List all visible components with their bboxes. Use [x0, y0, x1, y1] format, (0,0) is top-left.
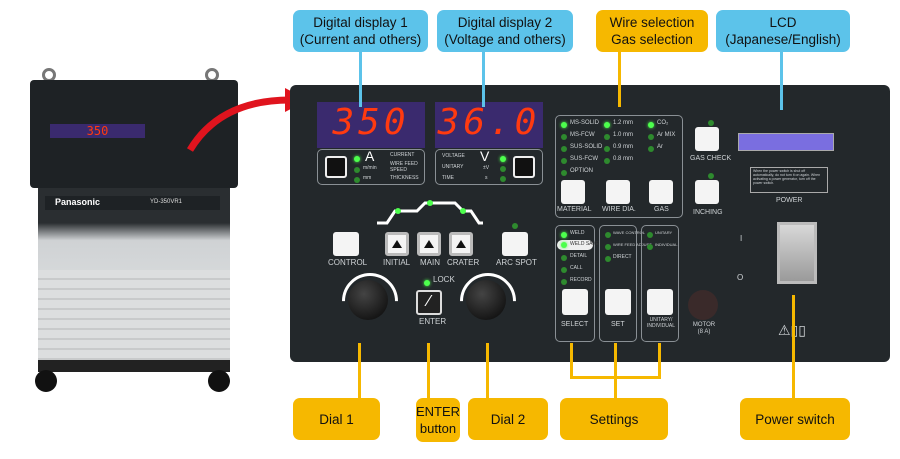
- unitary-individual-button[interactable]: [647, 289, 673, 315]
- digital-display-1: 350: [317, 102, 425, 148]
- warning-icon: ⚠▯▯: [778, 322, 806, 338]
- inching-label: INCHING: [693, 209, 723, 216]
- select-button[interactable]: [562, 289, 588, 315]
- select-item: CALL: [570, 265, 583, 271]
- main-button[interactable]: [417, 232, 441, 256]
- dial-1[interactable]: [348, 280, 388, 320]
- initial-label: INITIAL: [383, 258, 411, 267]
- crater-button[interactable]: [449, 232, 473, 256]
- material-item: SUS-SOLID: [570, 144, 603, 150]
- material-button[interactable]: [561, 180, 585, 204]
- gas-label: GAS: [654, 206, 669, 213]
- wire-dia-item: 1.2 mm: [613, 120, 634, 126]
- unit-label: mm: [363, 175, 372, 181]
- select-item: WELD: [570, 230, 585, 236]
- enter-label: ENTER: [419, 317, 447, 326]
- gas-button[interactable]: [649, 180, 673, 204]
- main-label: MAIN: [420, 258, 440, 267]
- mode-label: THICKNESS: [390, 175, 419, 181]
- arc-spot-button[interactable]: [502, 232, 528, 256]
- initial-button[interactable]: [385, 232, 409, 256]
- model-label: YD-350VR1: [150, 199, 183, 205]
- wire-gas-selection-group: MS-SOLID MS-FCW SUS-SOLID SUS-FCW OPTION…: [555, 115, 683, 218]
- lcd-screen: [738, 133, 834, 151]
- control-panel: 350 36.0 A m/min mm CURRENT WIRE FEED SP…: [290, 85, 890, 362]
- unitary-label: UNITARY/ INDIVIDUAL: [646, 317, 676, 329]
- material-item: MS-SOLID: [570, 120, 600, 126]
- callout-dial1: Dial 1: [293, 398, 380, 440]
- gas-item: Ar MIX: [657, 132, 676, 138]
- callout-display2: Digital display 2(Voltage and others): [437, 10, 573, 52]
- callout-settings: Settings: [560, 398, 668, 440]
- set-group: WAVE CONTROL WIRE FEED ADJUST DIRECT SET: [599, 225, 652, 342]
- brand-logo: Panasonic: [55, 197, 101, 207]
- mode-label: WIRE FEED SPEED: [390, 161, 418, 173]
- mode-label: VOLTAGE: [442, 153, 465, 159]
- material-item: OPTION: [570, 168, 594, 174]
- mode-label: TIME: [442, 175, 454, 181]
- switch-off-mark: O: [737, 273, 744, 282]
- mode-label: UNITARY: [442, 164, 464, 170]
- callout-display1: Digital display 1(Current and others): [293, 10, 428, 52]
- set-item: WAVE CONTROL: [613, 230, 646, 235]
- control-button[interactable]: [333, 232, 359, 256]
- power-label: POWER: [776, 197, 803, 204]
- wire-dia-item: 0.8 mm: [613, 156, 634, 162]
- gas-check-label: GAS CHECK: [690, 155, 732, 162]
- motor-label: MOTOR (8 A): [692, 322, 716, 335]
- control-label: CONTROL: [328, 258, 368, 267]
- wire-dia-label: WIRE DIA.: [602, 206, 636, 213]
- wire-dia-item: 1.0 mm: [613, 132, 634, 138]
- dial-2[interactable]: [466, 280, 506, 320]
- select-label: SELECT: [561, 321, 589, 328]
- select-item: DETAIL: [570, 253, 588, 259]
- set-button[interactable]: [605, 289, 631, 315]
- display1-mode-button[interactable]: [325, 156, 347, 178]
- set-label: SET: [611, 321, 625, 328]
- unit-label: s: [485, 175, 488, 181]
- mini-display: 350: [50, 124, 145, 138]
- display2-mode-group: VOLTAGE UNITARY TIME V ±V s: [435, 149, 543, 185]
- callout-lcd: LCD(Japanese/English): [716, 10, 850, 52]
- display2-mode-button[interactable]: [513, 156, 535, 178]
- inching-button[interactable]: [695, 180, 719, 204]
- unit-a: A: [365, 148, 375, 164]
- lock-label: LOCK: [433, 275, 455, 284]
- select-item: WELD SAVE: [570, 241, 599, 247]
- mode-label: CURRENT: [390, 152, 415, 158]
- unit-label: ±V: [483, 165, 490, 171]
- gas-item: CO₂: [657, 120, 669, 126]
- material-item: SUS-FCW: [570, 156, 598, 162]
- display1-mode-group: A m/min mm CURRENT WIRE FEED SPEED THICK…: [317, 149, 425, 185]
- callout-power-switch: Power switch: [740, 398, 850, 440]
- unitary-group: UNITARY INDIVIDUAL UNITARY/ INDIVIDUAL: [641, 225, 679, 342]
- select-item: RECORD: [570, 277, 592, 283]
- power-switch[interactable]: [777, 222, 817, 284]
- gas-check-button[interactable]: [695, 127, 719, 151]
- switch-on-mark: I: [740, 234, 743, 243]
- waveform-diagram: [377, 200, 483, 225]
- enter-button[interactable]: ∕: [416, 290, 442, 315]
- arc-spot-label: ARC SPOT: [496, 258, 537, 267]
- gas-item: Ar: [657, 144, 663, 150]
- wire-dia-button[interactable]: [606, 180, 630, 204]
- material-label: MATERIAL: [557, 206, 592, 213]
- motor-fuse: [688, 290, 718, 320]
- unitary-item: INDIVIDUAL: [655, 242, 678, 247]
- warning-label: When the power switch is shut off automa…: [750, 167, 828, 193]
- unitary-item: UNITARY: [655, 230, 673, 235]
- set-item: WIRE FEED ADJUST: [613, 242, 652, 247]
- material-item: MS-FCW: [570, 132, 595, 138]
- digital-display-2: 36.0: [435, 102, 543, 148]
- callout-dial2: Dial 2: [468, 398, 548, 440]
- select-group: WELD WELD SAVE DETAIL CALL RECORD SELECT: [555, 225, 599, 342]
- set-item: DIRECT: [613, 254, 632, 260]
- wire-dia-item: 0.9 mm: [613, 144, 634, 150]
- crater-label: CRATER: [447, 258, 480, 267]
- unit-v: V: [480, 148, 490, 164]
- unit-label: m/min: [363, 165, 377, 171]
